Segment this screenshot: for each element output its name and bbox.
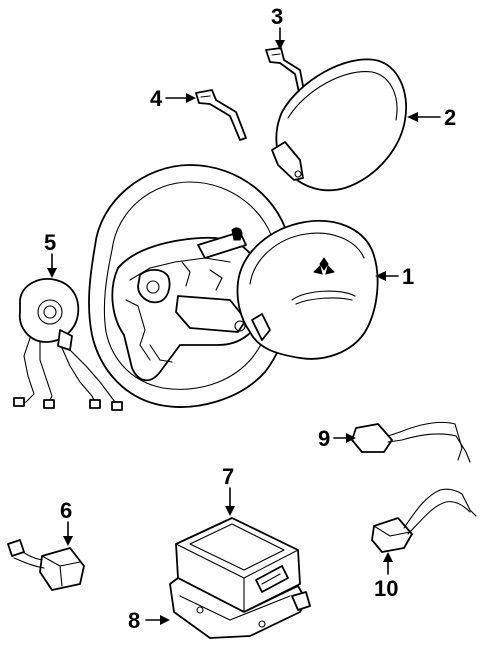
callout-5: 5 <box>44 230 56 255</box>
callout-1: 1 <box>402 264 414 289</box>
callout-10: 10 <box>374 576 398 601</box>
callout-2: 2 <box>444 105 456 130</box>
part-6-sensor <box>7 539 85 591</box>
callout-4: 4 <box>150 86 163 111</box>
leader-lines <box>47 27 441 625</box>
callout-6: 6 <box>60 498 72 523</box>
part-1-airbag-module <box>236 219 379 360</box>
part-4-bracket <box>195 89 247 141</box>
callout-9: 9 <box>318 426 330 451</box>
part-2-airbag-cover <box>271 58 407 192</box>
callout-7: 7 <box>222 464 234 489</box>
steering-wheel <box>88 164 294 408</box>
part-8-mounting-bracket <box>169 577 311 639</box>
callout-labels: 3 4 2 5 1 9 7 6 8 10 <box>44 4 456 633</box>
part-10-connector <box>371 488 477 553</box>
callout-3: 3 <box>271 4 283 29</box>
callout-8: 8 <box>128 608 140 633</box>
part-9-connector-harness <box>351 421 471 463</box>
part-5-clock-spring <box>13 278 123 411</box>
